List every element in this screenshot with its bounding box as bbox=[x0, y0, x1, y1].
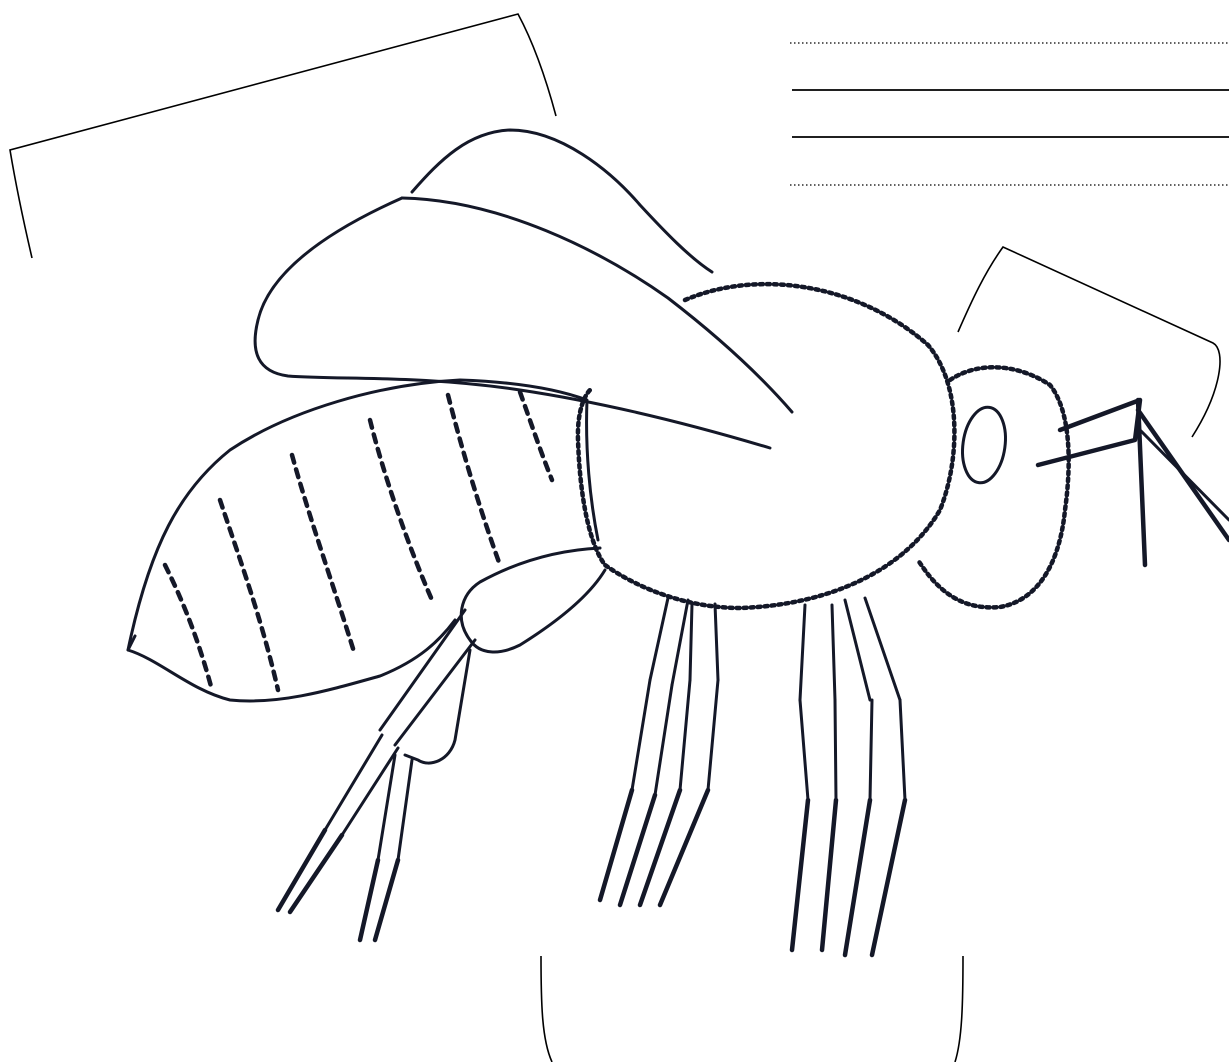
legs-bracket bbox=[541, 956, 963, 1062]
abdomen bbox=[128, 380, 598, 701]
lower-wing bbox=[255, 198, 770, 448]
abdomen-stripes bbox=[165, 392, 552, 690]
head-bracket bbox=[958, 247, 1220, 437]
label-brackets bbox=[10, 14, 1220, 1062]
wings-bracket bbox=[10, 14, 556, 258]
hind-legs bbox=[278, 548, 605, 940]
middle-legs bbox=[600, 598, 718, 905]
answer-blanks bbox=[790, 43, 1229, 185]
compound-eye bbox=[958, 404, 1010, 485]
bee-icon bbox=[128, 130, 1229, 955]
front-legs bbox=[792, 598, 905, 955]
head bbox=[918, 367, 1069, 607]
upper-wing bbox=[412, 130, 712, 272]
